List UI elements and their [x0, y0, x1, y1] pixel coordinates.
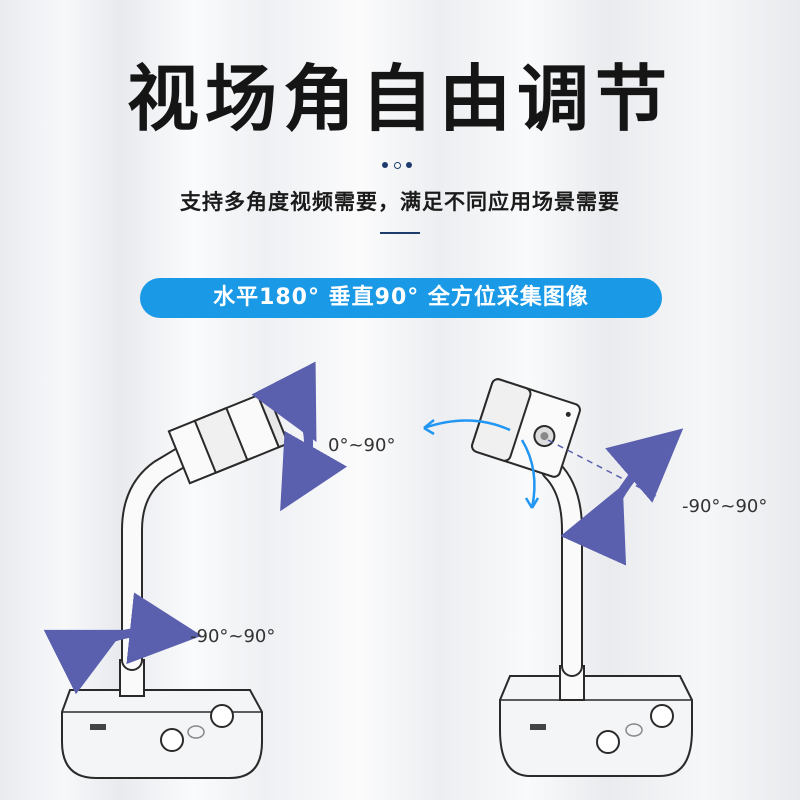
left-camera-device	[43, 361, 348, 779]
tilt-arrow-icon	[520, 439, 536, 509]
left-vertical-range-label: 0°~90°	[328, 435, 396, 456]
knob-icon	[160, 728, 184, 752]
page-title: 视场角自由调节	[126, 57, 673, 141]
knob-icon	[210, 704, 234, 728]
knob-icon	[596, 730, 620, 754]
pan-arrow-icon	[423, 419, 511, 432]
knob-icon	[650, 704, 674, 728]
divider	[380, 232, 420, 234]
feature-banner: 水平180° 垂直90° 全方位采集图像	[140, 278, 662, 318]
dot-icon	[394, 162, 401, 169]
decorative-dots	[382, 162, 422, 170]
right-rotation-range-label: -90°~90°	[682, 496, 768, 517]
dot-icon	[406, 162, 412, 168]
right-camera-device	[423, 378, 693, 777]
subtitle: 支持多角度视频需要，满足不同应用场景需要	[180, 190, 620, 214]
rotate-arrow-icon	[560, 428, 684, 566]
vertical-rotate-arrow-icon	[251, 361, 348, 512]
left-horizontal-range-label: -90°~90°	[190, 626, 276, 647]
horizontal-rotate-arrow-icon	[43, 592, 202, 695]
dot-icon	[382, 162, 388, 168]
